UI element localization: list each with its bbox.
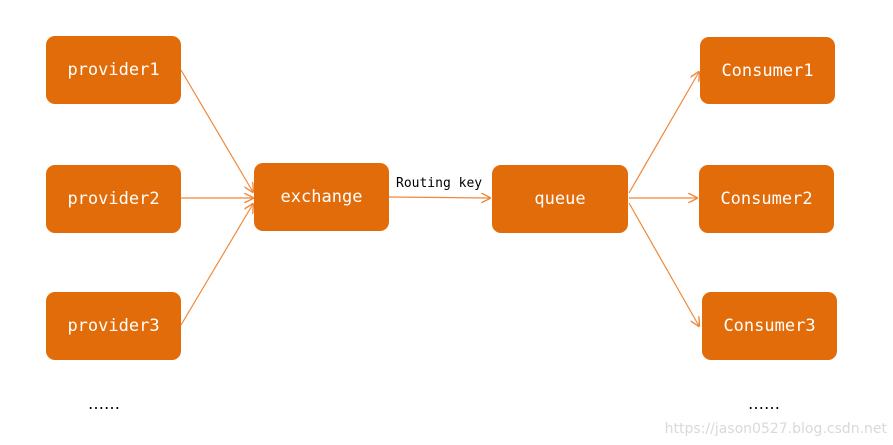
provider1-node: provider1 — [46, 36, 181, 104]
provider2-node: provider2 — [46, 165, 181, 233]
consumer1-label: Consumer1 — [721, 60, 814, 81]
provider3-label: provider3 — [67, 316, 160, 336]
arrow-queue-consumer3 — [628, 202, 699, 326]
routing-key-label: Routing key — [396, 176, 483, 191]
consumer2-label: Consumer2 — [720, 189, 813, 209]
queue-label: queue — [534, 189, 586, 209]
consumer1-node: Consumer1 — [700, 37, 835, 104]
queue-node: queue — [492, 165, 628, 233]
consumers-ellipsis: …… — [748, 394, 780, 413]
exchange-node: exchange — [254, 163, 389, 231]
exchange-label: exchange — [280, 187, 363, 207]
consumer2-node: Consumer2 — [699, 165, 834, 233]
provider3-node: provider3 — [46, 292, 181, 360]
arrow-provider1-exchange — [180, 69, 253, 192]
arrow-exchange-queue — [388, 197, 490, 198]
provider2-label: provider2 — [67, 189, 160, 209]
arrow-provider3-exchange — [180, 204, 253, 326]
consumer3-label: Consumer3 — [723, 316, 816, 336]
providers-ellipsis: …… — [88, 394, 120, 413]
provider1-label: provider1 — [67, 60, 160, 80]
consumer3-node: Consumer3 — [702, 292, 837, 360]
watermark-text: https://jason0527.blog.csdn.net — [664, 421, 887, 437]
arrow-queue-consumer1 — [628, 72, 699, 194]
